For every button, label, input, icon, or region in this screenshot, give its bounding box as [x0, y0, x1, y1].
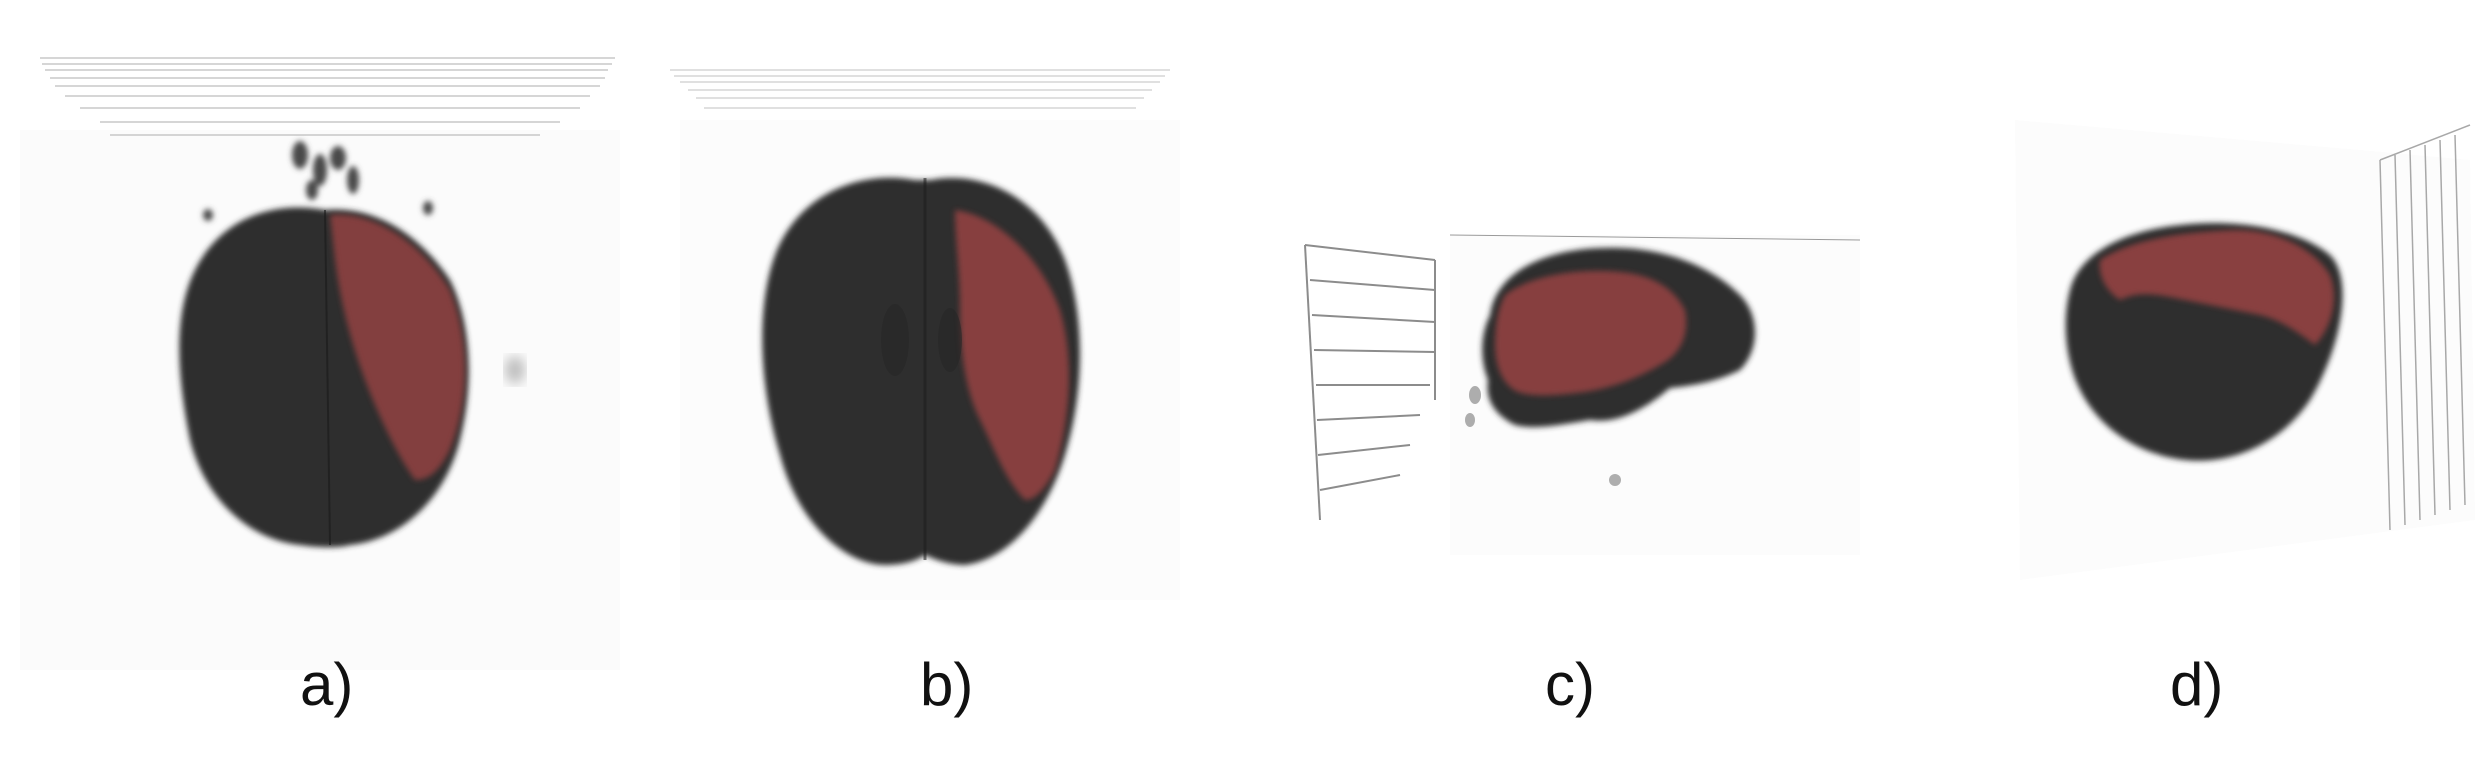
lesion-region: [1495, 270, 1687, 396]
panel-b: [660, 60, 1200, 620]
lesion-region: [955, 210, 1070, 500]
scan-artifact-top: [1449, 234, 1861, 241]
caption-d: d): [2170, 651, 2224, 718]
panel-c: [1290, 220, 1890, 560]
scan-artifact-left: [1304, 244, 1436, 521]
panel-a: [20, 40, 620, 670]
lesion-region: [330, 214, 465, 481]
brain-render-a: [20, 57, 620, 670]
lesion-region: [2099, 230, 2335, 345]
caption-a: a): [300, 651, 354, 718]
caption-b: b): [920, 651, 974, 718]
midline: [324, 209, 331, 546]
brain-render-d: [2015, 120, 2475, 580]
brain-render-c: [1304, 234, 1861, 555]
brain-render-b: [670, 69, 1180, 600]
artifact-smudge: [505, 356, 525, 384]
caption-c: c): [1545, 651, 1595, 718]
panel-d: [2010, 100, 2480, 600]
ventricles: [881, 304, 962, 376]
artifact-blobs: [1465, 386, 1621, 486]
artifact-blobs: [203, 141, 433, 221]
scan-artifact-top: [670, 69, 1170, 109]
scan-artifact-top: [40, 57, 615, 136]
scan-artifact-right: [2379, 124, 2471, 531]
